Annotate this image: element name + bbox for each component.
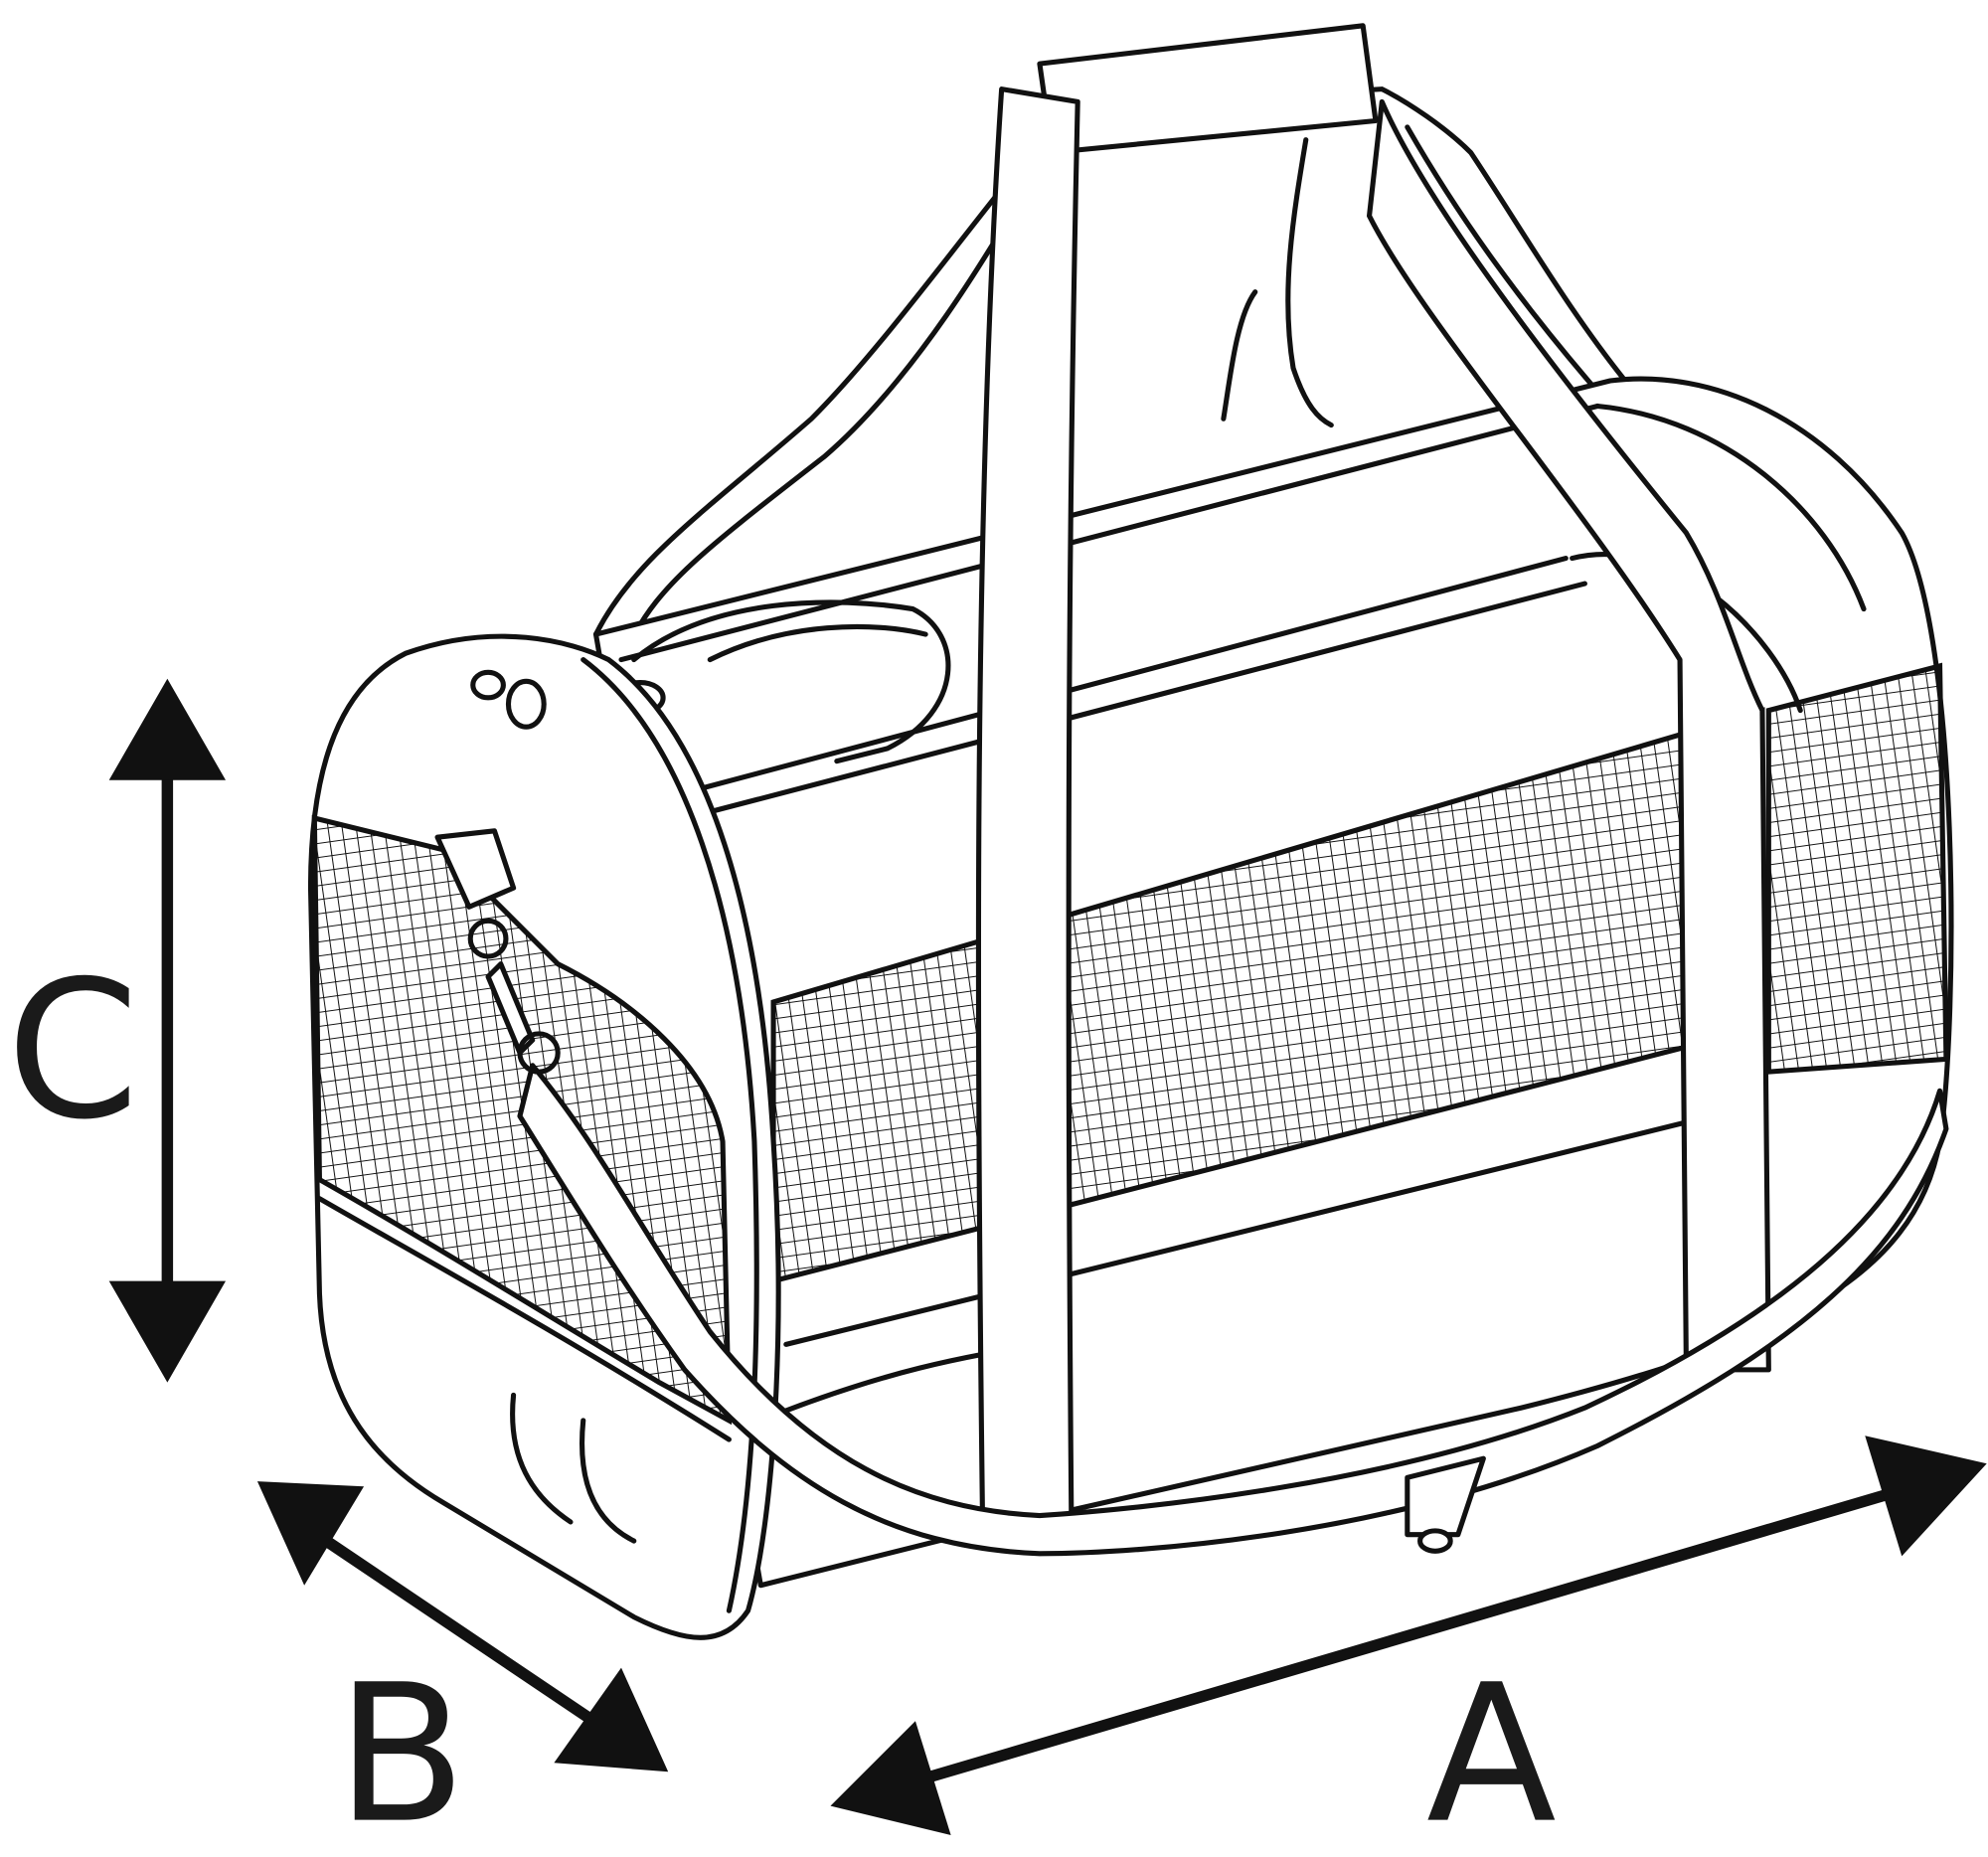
dimension-label-a: A: [1426, 1644, 1557, 1857]
right-mesh-panel: [1765, 662, 1949, 1075]
straps: [434, 86, 1949, 1557]
dimension-label-c: C: [6, 940, 139, 1162]
dimension-arrow-b: [256, 1481, 669, 1773]
dimension-arrow-a: [830, 1435, 1987, 1835]
dimension-label-b: B: [336, 1644, 466, 1857]
dimension-arrow-c: [108, 678, 227, 1383]
